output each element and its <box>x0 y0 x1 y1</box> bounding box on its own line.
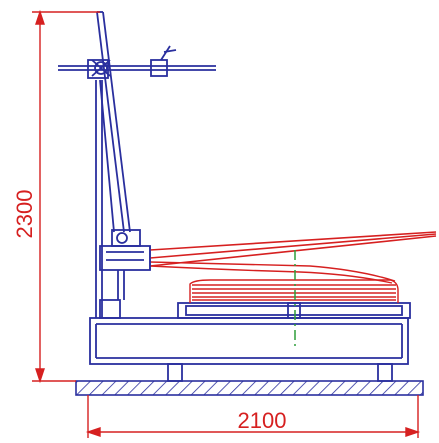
width-dimension <box>85 395 421 438</box>
height-dimension-label: 2300 <box>12 190 37 239</box>
feed-arm <box>149 231 437 270</box>
vertical-column <box>87 59 121 319</box>
inclined-mast <box>96 11 131 233</box>
height-dimension <box>32 9 100 384</box>
width-dimension-label: 2100 <box>238 408 287 433</box>
material-stack <box>149 261 399 303</box>
ground-plate <box>75 380 424 396</box>
clamp-head <box>99 229 151 300</box>
machine-base <box>89 302 411 382</box>
top-crossbar <box>58 45 216 77</box>
